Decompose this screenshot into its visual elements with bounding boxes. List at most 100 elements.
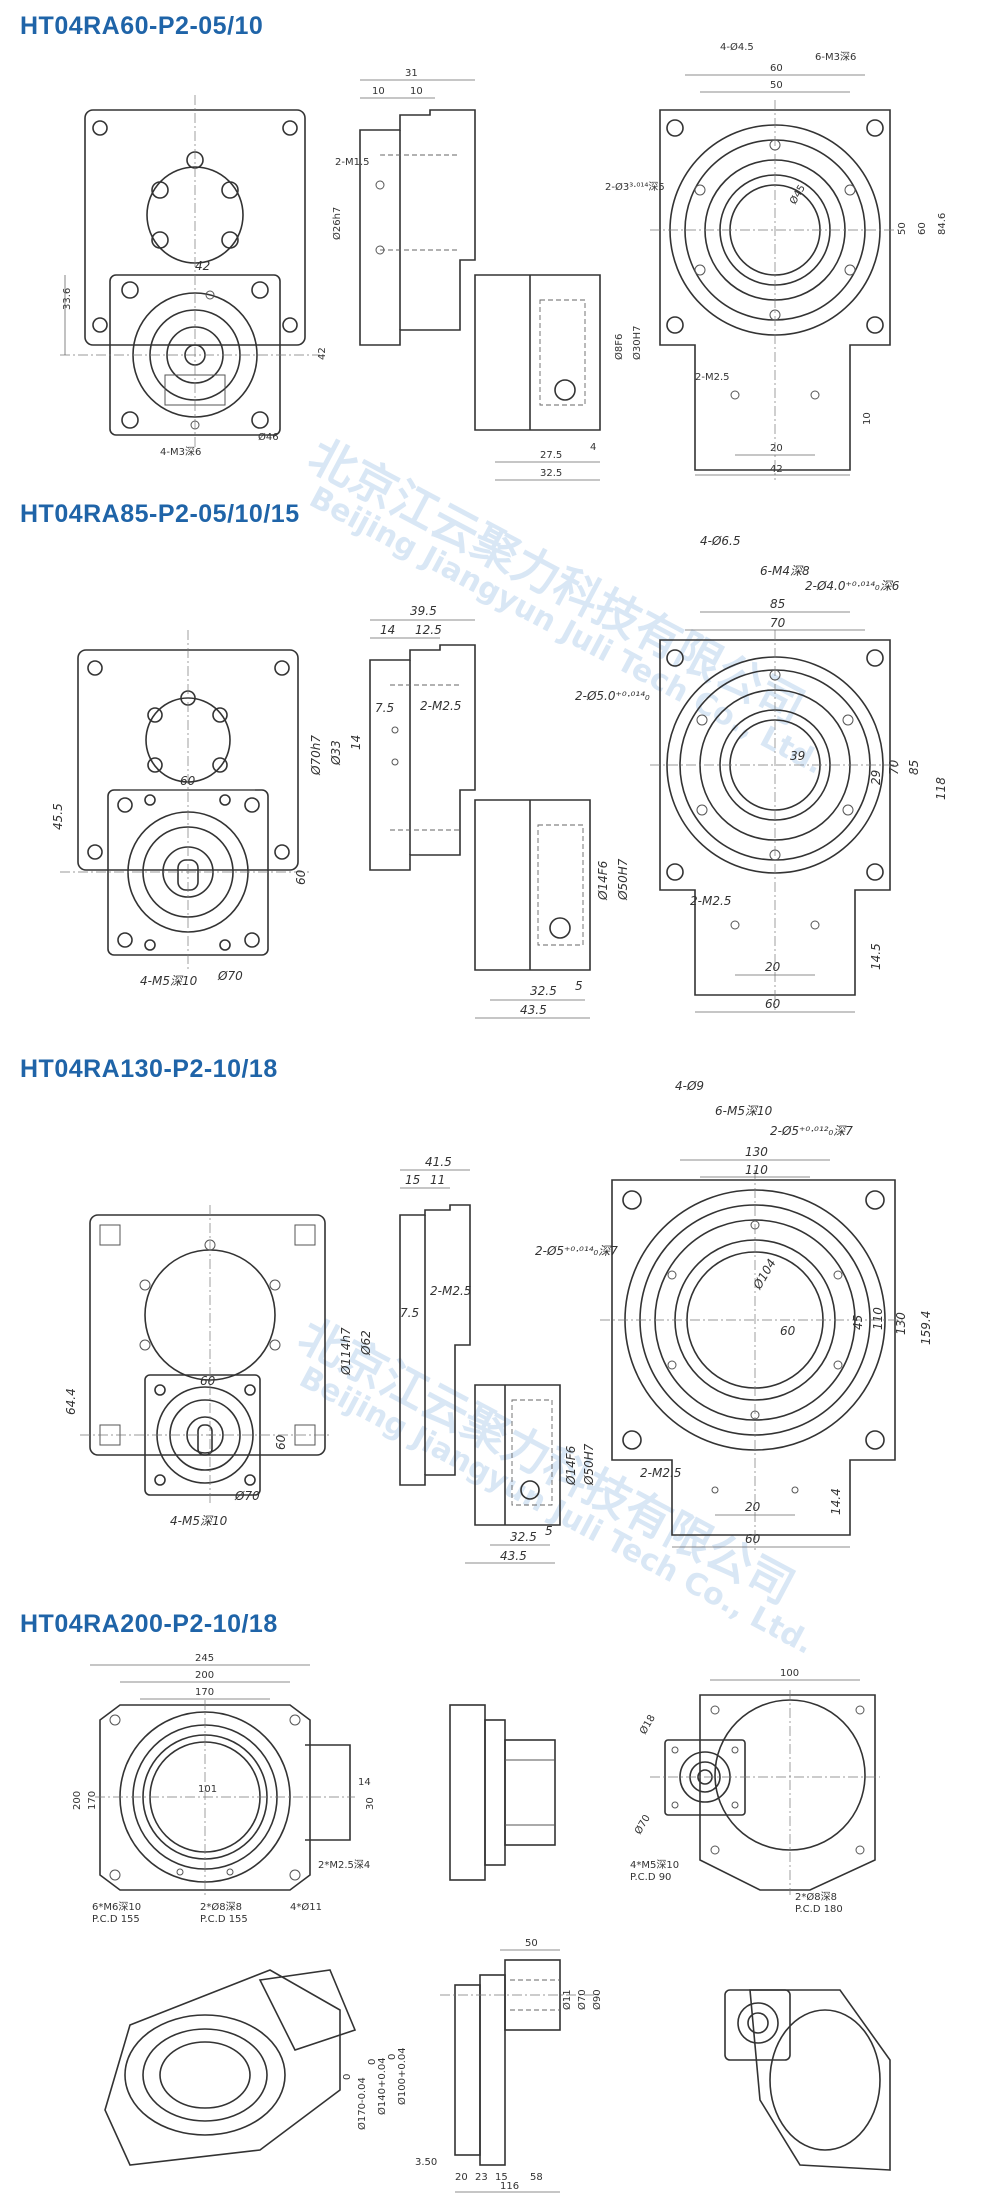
- dim-4-45: 4-Ø4.5: [720, 41, 754, 53]
- dim-45-5: 45.5: [51, 803, 65, 830]
- dim-14: 14: [358, 1777, 371, 1788]
- dim-70h7: Ø70h7: [309, 735, 323, 776]
- right-view: 70 85 4-Ø6.5 6-M4深8 2-Ø4.0⁺⁰·⁰¹⁴₀深6 2-Ø5…: [575, 534, 948, 1013]
- dim-m2-5-4: 2*M2.5深4: [318, 1859, 370, 1871]
- dim-o70: Ø70: [632, 1813, 653, 1837]
- front-view: 60 45.5 60 4-M5深10 Ø70: [51, 630, 310, 988]
- dim-20: 20: [770, 443, 783, 454]
- dim-84-6: 84.6: [937, 213, 948, 235]
- dim-m2-5b: 2-M2.5: [640, 1466, 681, 1480]
- dim-14v: 14: [349, 735, 363, 750]
- dim-m2-5a: 2-M2.5: [420, 699, 461, 713]
- dim-200v: 200: [72, 1791, 83, 1810]
- dim-32-5: 32.5: [530, 984, 557, 998]
- dim-14f6: Ø14F6: [564, 1445, 578, 1486]
- section-title: HT04RA130-P2-10/18: [20, 1055, 278, 1083]
- dim-60b: 60: [745, 1532, 761, 1546]
- dim-60-right: 60: [294, 869, 308, 885]
- dim-31: 31: [405, 68, 418, 79]
- dim-o70: Ø70: [234, 1489, 260, 1503]
- dim-33: Ø33: [329, 740, 343, 766]
- dim-245: 245: [195, 1653, 214, 1664]
- dim-23: 23: [475, 2172, 488, 2183]
- dim-0a: 0: [342, 2074, 353, 2080]
- dim-30h7: Ø30H7: [631, 326, 643, 360]
- dim-m4-8: 6-M4深8: [760, 564, 810, 578]
- dim-11: 11: [430, 1173, 445, 1187]
- dim-o11: Ø11: [561, 1989, 573, 2010]
- dim-m2-5b: 2-M2.5: [690, 894, 731, 908]
- dim-30: 30: [365, 1797, 376, 1810]
- right-view: 60 50 4-Ø4.5 6-M3深6 2-Ø3³·⁰¹⁴深5 Ø45 50 6…: [605, 41, 948, 480]
- front-view: 245 200 170 101 200 170 14 30 2*M2.5深4 6…: [72, 1653, 376, 1925]
- dim-o18: Ø18: [637, 1713, 658, 1737]
- dim-70: 70: [770, 616, 786, 630]
- front-view: 42 33.6 42 4-M3深6 Ø46: [60, 95, 328, 458]
- side-view: 41.5 15 11 7.5 2-M2.5 Ø62 Ø114h7 Ø14F6 Ø…: [339, 1155, 596, 1564]
- dim-29: 29: [869, 770, 883, 785]
- dim-200: 200: [195, 1670, 214, 1681]
- dim-2-33: 2-Ø3³·⁰¹⁴深5: [605, 181, 665, 193]
- dim-m1-5: 2-M1.5: [335, 157, 370, 168]
- dim-o170: Ø170-0.04: [356, 2077, 368, 2130]
- dim-100: 100: [780, 1668, 799, 1679]
- dim-7-5: 7.5: [400, 1306, 419, 1320]
- section-title: HT04RA200-P2-10/18: [20, 1610, 278, 1638]
- dim-50h7: Ø50H7: [582, 1443, 596, 1486]
- dim-43-5: 43.5: [520, 1003, 547, 1017]
- dim-10b: 10: [410, 86, 423, 97]
- section-ht04ra130: HT04RA130-P2-10/18 60 64.4 60 4-M5深10 Ø7…: [0, 1055, 1000, 1615]
- section-ht04ra200: HT04RA200-P2-10/18 245 200 170 101 200 1…: [0, 1610, 1000, 2200]
- dim-60v: 60: [917, 222, 928, 235]
- dim-118: 118: [934, 777, 948, 800]
- dim-m3-4: 4-M3深6: [160, 446, 201, 458]
- dim-pcd180: P.C.D 180: [795, 1904, 843, 1915]
- dim-60: 60: [770, 63, 783, 74]
- dim-14-4: 14.4: [829, 1488, 843, 1515]
- dim-o100: Ø100+0.04: [396, 2047, 408, 2105]
- dim-50: 50: [525, 1938, 538, 1949]
- dim-50h7: Ø50H7: [616, 858, 630, 901]
- dim-5: 5: [575, 979, 583, 993]
- dim-2-5: 2-Ø5.0⁺⁰·⁰¹⁴₀: [575, 689, 650, 703]
- dim-42-right: 42: [317, 347, 328, 360]
- dim-170v: 170: [87, 1791, 98, 1810]
- dim-50v: 50: [897, 222, 908, 235]
- dim-m5-10: 4-M5深10: [170, 1514, 228, 1528]
- dim-14-5: 14.5: [869, 943, 883, 970]
- dim-85v: 85: [907, 760, 921, 775]
- dim-2-4: 2-Ø4.0⁺⁰·⁰¹⁴₀深6: [805, 579, 900, 593]
- dim-4-6-5: 4-Ø6.5: [700, 534, 741, 548]
- dim-m5: 4*M5深10: [630, 1859, 679, 1871]
- dim-114h7: Ø114h7: [339, 1327, 353, 1376]
- section-title: HT04RA60-P2-05/10: [20, 12, 264, 40]
- dim-60-right: 60: [274, 1434, 288, 1450]
- dim-60: 60: [765, 997, 781, 1011]
- dim-41-5: 41.5: [425, 1155, 452, 1169]
- front-view: 60 64.4 60 4-M5深10 Ø70: [64, 1205, 330, 1528]
- dim-m5-10: 4-M5深10: [140, 974, 198, 988]
- dim-3-50: 3.50: [415, 2157, 437, 2168]
- dim-o70: Ø70: [217, 969, 243, 983]
- dim-130v: 130: [894, 1312, 908, 1335]
- side-view: 31 10 10 2-M1.5 Ø26h7 Ø8F6 Ø30H7 27.5 32…: [331, 68, 643, 481]
- drawing-ht04ra85: 60 45.5 60 4-M5深10 Ø70 39.5 14 12.5 7.5 …: [51, 534, 948, 1019]
- dim-45: 45: [851, 1315, 865, 1330]
- dim-101: 101: [198, 1784, 217, 1795]
- dim-43-5: 43.5: [500, 1549, 527, 1563]
- dim-110: 110: [745, 1163, 768, 1177]
- side-view: [449, 1704, 556, 1881]
- dim-o70b: Ø70: [576, 1989, 588, 2010]
- dim-20: 20: [745, 1500, 761, 1514]
- dim-20: 20: [455, 2172, 468, 2183]
- dim-m3-6: 6-M3深6: [815, 51, 856, 63]
- dim-11: 4*Ø11: [290, 1901, 322, 1913]
- dim-39: 39: [790, 749, 805, 763]
- isometric-view-left: [104, 1969, 357, 2166]
- dim-5: 5: [545, 1524, 553, 1538]
- dim-8-8b: 2*Ø8深8: [795, 1891, 837, 1903]
- dim-39-5: 39.5: [410, 604, 437, 618]
- dim-26h7: Ø26h7: [331, 207, 343, 240]
- dim-o140: Ø140+0.04: [376, 2057, 388, 2115]
- dim-7-5: 7.5: [375, 701, 394, 715]
